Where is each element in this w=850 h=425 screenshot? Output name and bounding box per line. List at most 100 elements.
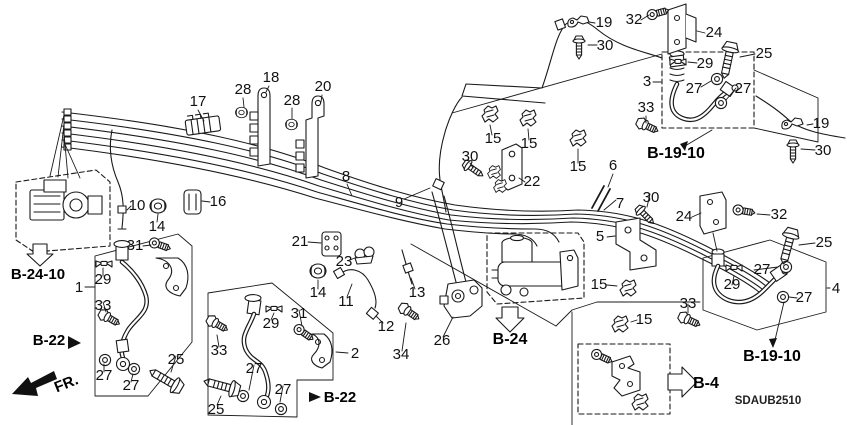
rear-region-outline [410, 53, 701, 425]
bracket-20 [295, 95, 325, 179]
callout-12: 12 [378, 318, 395, 335]
callout-24-b: 24 [676, 208, 693, 225]
front-hose-assembly-2 [241, 294, 333, 410]
callout-3: 3 [643, 73, 651, 90]
callout-10: 10 [129, 197, 146, 214]
callout-labels: 17 28 18 28 20 8 9 10 14 16 21 23 14 11 … [75, 11, 840, 418]
callout-21: 21 [292, 233, 309, 250]
sealing-washer-icon [274, 402, 288, 416]
bolt-icon [572, 35, 586, 60]
callout-17: 17 [190, 93, 207, 110]
hose-clamp-icon [781, 117, 804, 130]
callout-15-c: 15 [570, 158, 587, 175]
screw-icon [731, 203, 757, 219]
callout-15-b: 15 [521, 135, 538, 152]
callout-31-b: 31 [291, 305, 308, 322]
clip-21 [321, 231, 342, 257]
callout-9: 9 [395, 194, 403, 211]
hose-clamp-icon [567, 15, 590, 28]
reference-labels: B-24-10 B-22 B-22 B-24 B-4 B-19-10 B-19-… [11, 145, 801, 407]
pipe-clip-icon [487, 165, 501, 179]
ref-b24-10: B-24-10 [11, 266, 65, 283]
leader-lines [84, 14, 831, 406]
callout-15-a: 15 [485, 130, 502, 147]
callout-22: 22 [524, 173, 541, 190]
sealing-washer-icon [779, 260, 793, 274]
callout-29-a: 29 [697, 55, 714, 72]
hose-clip-icon [265, 305, 283, 313]
screw-icon [645, 4, 671, 22]
callout-33-c: 33 [95, 297, 112, 314]
hose-clip-icon [95, 260, 113, 268]
b24-arrow-icon [495, 306, 525, 333]
clip-16 [183, 189, 202, 215]
callout-27-b: 27 [735, 80, 752, 97]
pipe-clip-icon [569, 129, 587, 147]
callout-13: 13 [409, 284, 426, 301]
grommet-icon [285, 118, 298, 131]
callout-32-a: 32 [626, 11, 643, 28]
ref-b22-right: B-22 [324, 389, 357, 406]
callout-19-b: 19 [813, 115, 830, 132]
bracket-5 [615, 217, 657, 271]
callout-8: 8 [342, 168, 350, 185]
grommet-icon [149, 198, 167, 214]
bracket-24-right [699, 191, 727, 235]
sealing-washer-icon [714, 96, 728, 110]
branch-pipes [109, 129, 467, 320]
bracket-24-top [667, 3, 697, 55]
ref-b19-10-top: B-19-10 [647, 145, 705, 162]
sealing-washer-icon [710, 72, 724, 86]
b4-parts-box [577, 343, 671, 415]
clamp-23 [354, 246, 375, 265]
callout-7: 7 [616, 195, 624, 212]
master-cylinder [491, 234, 579, 297]
callout-33-b: 33 [680, 295, 697, 312]
proportioning-valve [439, 279, 483, 319]
callout-31-a: 31 [127, 237, 144, 254]
callout-27-e: 27 [96, 367, 113, 384]
callout-34: 34 [393, 346, 410, 363]
pipe-clip-icon [631, 393, 649, 411]
callout-2: 2 [351, 345, 359, 362]
callout-33-d: 33 [211, 342, 228, 359]
pipe-clip-icon [611, 315, 629, 333]
callout-29-b: 29 [724, 276, 741, 293]
ref-b24: B-24 [493, 331, 528, 348]
bolt-icon [786, 139, 800, 164]
ref-b4: B-4 [693, 375, 719, 392]
ref-b22-left: B-22 [33, 332, 66, 349]
b4-arrow-icon [667, 366, 698, 398]
callout-29-d: 29 [263, 315, 280, 332]
b24-10-arrow-icon [26, 243, 54, 267]
callout-29-c: 29 [95, 271, 112, 288]
abs-modulator [29, 179, 103, 221]
callout-15-e: 15 [591, 276, 608, 293]
callout-16: 16 [210, 193, 227, 210]
callout-28-b: 28 [284, 92, 301, 109]
b4-bracket-parts [611, 355, 641, 397]
pipe-clip-icon [481, 105, 499, 123]
sealing-washer-icon [776, 290, 790, 304]
abs-modulator-box [15, 169, 111, 253]
front-hose-assembly-1 [113, 240, 189, 372]
hose2-group-box [207, 282, 334, 418]
banjo-bolt-icon [774, 225, 802, 267]
ref-fr-direction: FR. [52, 371, 81, 396]
callout-1: 1 [75, 279, 83, 296]
screw-icon [291, 322, 317, 344]
callout-23: 23 [336, 253, 353, 270]
bracket-18 [249, 87, 271, 167]
callout-25-c: 25 [168, 351, 185, 368]
pipe-holder-17 [184, 112, 222, 136]
callout-15-d: 15 [636, 311, 653, 328]
flange-bolt-icon [633, 115, 661, 138]
reference-arrows [12, 141, 777, 402]
callout-27-f: 27 [123, 377, 140, 394]
callout-27-h: 27 [275, 381, 292, 398]
grommet-icon [309, 263, 327, 279]
callout-4: 4 [832, 280, 840, 297]
ref-b19-10-bottom: B-19-10 [743, 348, 801, 365]
